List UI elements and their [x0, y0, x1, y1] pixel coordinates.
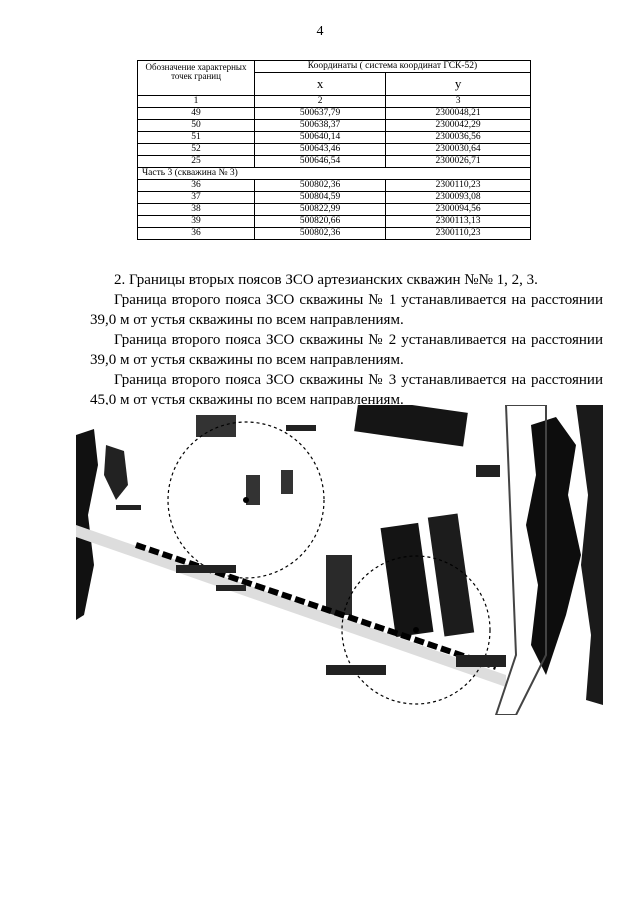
point-id: 25 [137, 155, 255, 168]
paragraph-well-1: Граница второго пояса ЗСО скважины № 1 у… [90, 292, 603, 328]
terrain-texture [116, 425, 506, 675]
zone-circle-well-1 [167, 421, 325, 579]
y-coordinate: 2300110,23 [385, 179, 531, 192]
x-coordinate: 500822,99 [253, 203, 387, 216]
table-row: 36 500802,36 2300110,23 [137, 227, 531, 240]
tree-cluster [526, 417, 581, 675]
point-id: 36 [137, 179, 255, 192]
body-text: 2. Границы вторых поясов ЗСО артезиански… [90, 270, 603, 410]
paragraph-well-2: Граница второго пояса ЗСО скважины № 2 у… [90, 332, 603, 368]
x-coordinate: 500804,59 [253, 191, 387, 204]
table-row: 37 500804,59 2300093,08 [137, 191, 531, 204]
tree-cluster [104, 445, 128, 500]
point-id: 37 [137, 191, 255, 204]
point-id: 39 [137, 215, 255, 228]
header-x: x [253, 72, 387, 96]
y-coordinate: 2300030,64 [385, 143, 531, 156]
col-number: 3 [385, 95, 531, 108]
tree-cluster [576, 405, 603, 705]
building-roof [196, 415, 236, 437]
x-coordinate: 500637,79 [253, 107, 387, 120]
header-coordinates: Координаты ( система координат ГСК-52) [254, 60, 531, 73]
point-id: 49 [137, 107, 255, 120]
building-roof [354, 405, 468, 447]
header-y: y [385, 72, 531, 96]
col-number: 2 [253, 95, 387, 108]
y-coordinate: 2300113,13 [385, 215, 531, 228]
well-marker [243, 497, 249, 503]
column-number-row: 1 2 3 [137, 95, 531, 108]
y-coordinate: 2300036,56 [385, 131, 531, 144]
strip-border [494, 405, 547, 715]
building [380, 522, 434, 638]
building [281, 470, 293, 494]
x-coordinate: 500640,14 [253, 131, 387, 144]
y-coordinate: 2300094,56 [385, 203, 531, 216]
point-id: 38 [137, 203, 255, 216]
aerial-map-image [76, 405, 603, 715]
well-marker [413, 627, 419, 633]
point-id: 36 [137, 227, 255, 240]
point-id: 50 [137, 119, 255, 132]
table-row: 25 500646,54 2300026,71 [137, 155, 531, 168]
table-row: 50 500638,37 2300042,29 [137, 119, 531, 132]
y-coordinate: 2300042,29 [385, 119, 531, 132]
y-coordinate: 2300110,23 [385, 227, 531, 240]
coordinates-table: Обозначение характерных точек границ Коо… [137, 60, 531, 240]
x-coordinate: 500802,36 [253, 179, 387, 192]
part3-label: Часть 3 (скважина № 3) [137, 167, 531, 180]
table-row: 49 500637,79 2300048,21 [137, 107, 531, 120]
x-coordinate: 500638,37 [253, 119, 387, 132]
tree-cluster [76, 429, 98, 620]
building [246, 475, 260, 505]
point-id: 52 [137, 143, 255, 156]
table-row: 39 500820,66 2300113,13 [137, 215, 531, 228]
paragraph-well-3: Граница второго пояса ЗСО скважины № 3 у… [90, 372, 603, 408]
table-row: 52 500643,46 2300030,64 [137, 143, 531, 156]
section-heading: 2. Границы вторых поясов ЗСО артезиански… [114, 272, 538, 288]
y-coordinate: 2300093,08 [385, 191, 531, 204]
table-row: 38 500822,99 2300094,56 [137, 203, 531, 216]
y-coordinate: 2300026,71 [385, 155, 531, 168]
building [326, 555, 352, 615]
x-coordinate: 500802,36 [253, 227, 387, 240]
table-header-row: Обозначение характерных точек границ Коо… [137, 60, 531, 96]
building [427, 513, 475, 637]
y-coordinate: 2300048,21 [385, 107, 531, 120]
page-number: 4 [316, 24, 324, 39]
point-id: 51 [137, 131, 255, 144]
col-number: 1 [137, 95, 255, 108]
x-coordinate: 500820,66 [253, 215, 387, 228]
table-row: 51 500640,14 2300036,56 [137, 131, 531, 144]
header-points: Обозначение характерных точек границ [137, 60, 255, 96]
table-row: 36 500802,36 2300110,23 [137, 179, 531, 192]
part3-row: Часть 3 (скважина № 3) [137, 167, 531, 180]
zone-circle-well-2 [341, 555, 491, 705]
x-coordinate: 500643,46 [253, 143, 387, 156]
x-coordinate: 500646,54 [253, 155, 387, 168]
